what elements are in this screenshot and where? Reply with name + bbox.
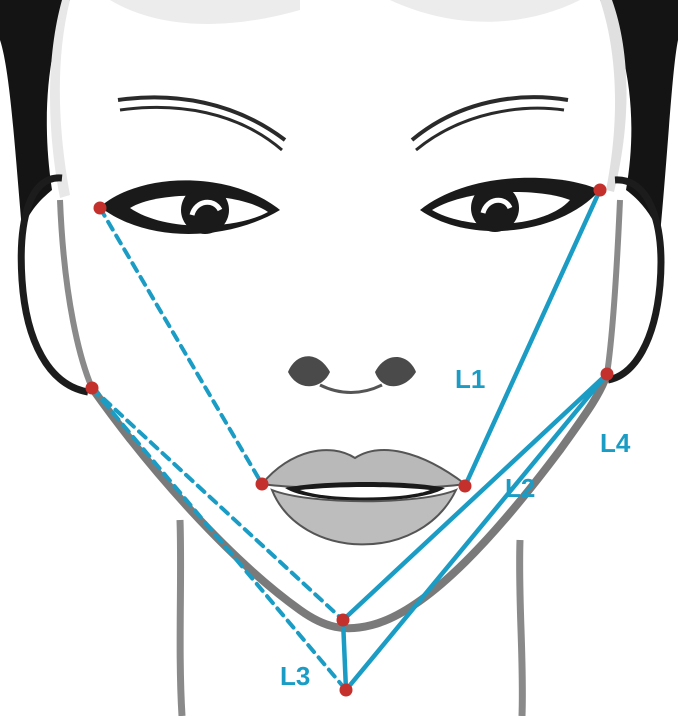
- line-l3-chin-to-menton: [343, 620, 346, 690]
- label-l3: L3: [280, 661, 310, 691]
- neck-right: [520, 540, 523, 716]
- landmark-point-jaw-l: [86, 382, 99, 395]
- landmark-point-eye-r: [594, 184, 607, 197]
- label-l4: L4: [600, 428, 631, 458]
- label-l1: L1: [455, 364, 485, 394]
- eye-left-iris: [181, 186, 229, 234]
- landmark-point-mouth-l: [256, 478, 269, 491]
- landmark-point-menton: [340, 684, 353, 697]
- landmark-point-eye-l: [94, 202, 107, 215]
- landmark-point-jaw-r: [601, 368, 614, 381]
- neck-left: [180, 520, 182, 716]
- eye-right-iris: [471, 184, 519, 232]
- landmark-point-chin: [337, 614, 350, 627]
- label-l2: L2: [505, 473, 535, 503]
- landmark-point-mouth-r: [459, 480, 472, 493]
